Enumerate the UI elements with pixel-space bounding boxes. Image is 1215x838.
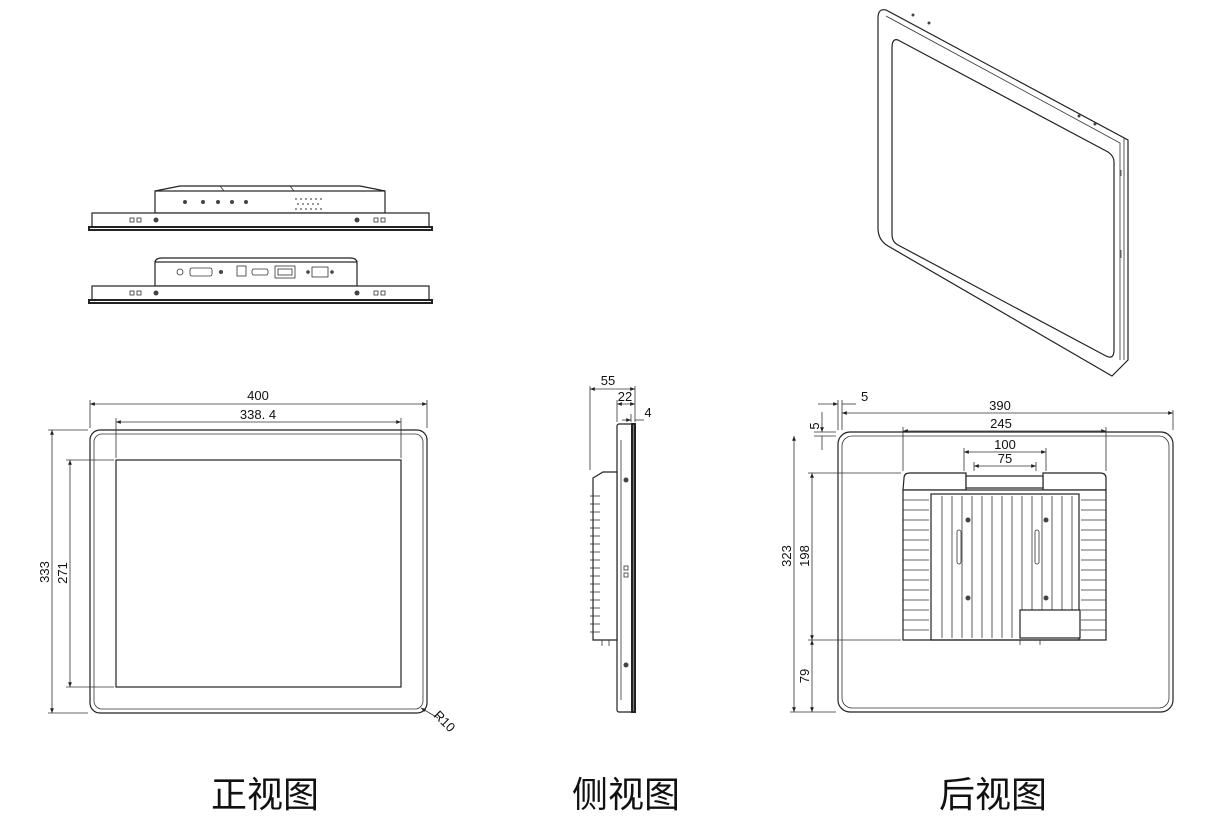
front-view xyxy=(48,400,439,719)
back-offset-y-dim: 5 xyxy=(807,422,822,429)
side-depth3-dim: 4 xyxy=(644,405,651,420)
side-view-caption: 侧视图 xyxy=(572,775,680,816)
front-radius-dim: R10 xyxy=(431,708,458,735)
back-view-caption: 后视图 xyxy=(939,775,1047,816)
back-mount-width-dim: 245 xyxy=(990,416,1012,431)
back-offset-x-dim: 5 xyxy=(861,389,868,404)
side-depth-dim: 55 xyxy=(601,373,615,388)
front-height-dim: 333 xyxy=(37,561,52,583)
back-bottom-gap-dim: 79 xyxy=(797,669,812,683)
back-width-dim: 390 xyxy=(989,398,1011,413)
front-width-dim: 400 xyxy=(247,388,269,403)
front-view-caption: 正视图 xyxy=(211,775,319,816)
front-screen-width-dim: 338. 4 xyxy=(240,407,276,422)
back-mount-height-dim: 198 xyxy=(797,545,812,567)
front-screen-height-dim: 271 xyxy=(55,562,70,584)
isometric-view xyxy=(877,9,1129,377)
back-vesa-100-dim: 100 xyxy=(994,437,1016,452)
back-side-fins xyxy=(903,499,1106,631)
back-height-dim: 323 xyxy=(779,545,794,567)
side-heatsink-fins xyxy=(590,495,600,633)
back-view xyxy=(790,400,1174,713)
bottom-view xyxy=(88,257,433,304)
side-view xyxy=(589,386,644,713)
side-depth2-dim: 22 xyxy=(618,389,632,404)
top-view xyxy=(88,185,433,231)
back-vesa-75-dim: 75 xyxy=(998,451,1012,466)
